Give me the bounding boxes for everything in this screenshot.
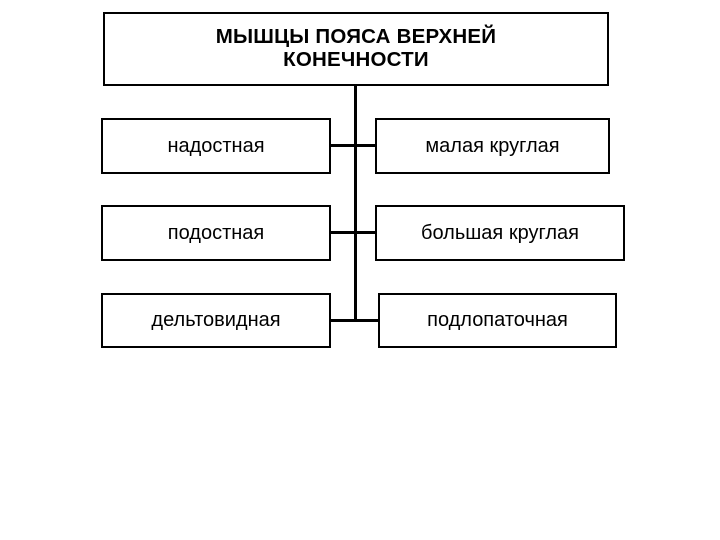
node-label-supraspinatus: надостная <box>167 134 265 157</box>
node-label-deltoid: дельтовидная <box>151 309 281 332</box>
branch-connector-line-row-1 <box>330 144 377 147</box>
root-node-upper-limb-girdle-muscles: МЫШЦЫ ПОЯСА ВЕРХНЕЙ КОНЕЧНОСТИ <box>103 12 609 86</box>
node-label-teres-minor: малая круглая <box>425 134 560 157</box>
branch-connector-line-row-2 <box>330 231 377 234</box>
node-label-subscapularis: подлопаточная <box>427 309 568 332</box>
node-deltoid: дельтовидная <box>101 293 331 348</box>
node-label-teres-major: большая круглая <box>421 221 579 244</box>
branch-connector-line-row-3 <box>330 319 380 322</box>
node-supraspinatus: надостная <box>101 118 331 174</box>
node-label-infraspinatus: подостная <box>167 221 265 244</box>
node-teres-major: большая круглая <box>375 205 625 261</box>
root-node-label: МЫШЦЫ ПОЯСА ВЕРХНЕЙ КОНЕЧНОСТИ <box>215 25 497 71</box>
trunk-connector-line <box>354 86 357 322</box>
node-infraspinatus: подостная <box>101 205 331 261</box>
node-teres-minor: малая круглая <box>375 118 610 174</box>
node-subscapularis: подлопаточная <box>378 293 617 348</box>
